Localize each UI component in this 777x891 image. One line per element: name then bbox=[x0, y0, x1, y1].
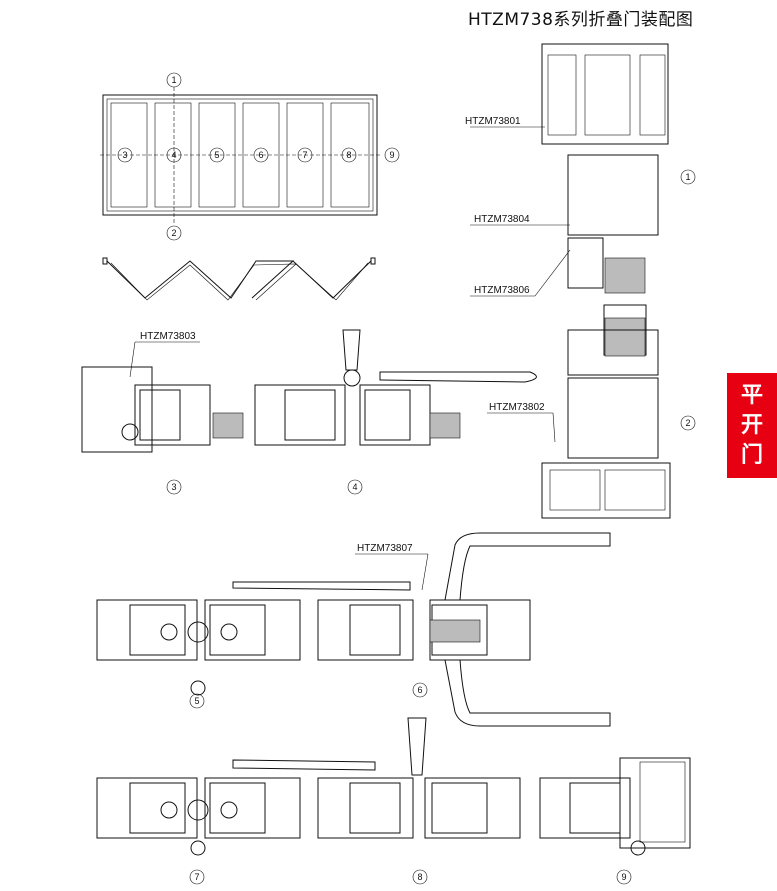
section-3-4 bbox=[81, 329, 537, 453]
folded-plan bbox=[102, 257, 376, 301]
marker-7: 7 bbox=[194, 872, 199, 882]
marker-2: 2 bbox=[685, 418, 690, 428]
marker-3: 3 bbox=[171, 482, 176, 492]
marker-3: 3 bbox=[122, 150, 127, 160]
section-5-6 bbox=[96, 532, 611, 727]
marker-6: 6 bbox=[417, 685, 422, 695]
profile-label-73802: HTZM73802 bbox=[489, 402, 545, 413]
profile-label-73804: HTZM73804 bbox=[474, 214, 530, 225]
profile-label-73807: HTZM73807 bbox=[357, 543, 413, 554]
marker-1: 1 bbox=[171, 75, 176, 85]
marker-6: 6 bbox=[258, 150, 263, 160]
marker-4: 4 bbox=[171, 150, 176, 160]
section-7-8-9 bbox=[96, 717, 691, 856]
marker-7: 7 bbox=[302, 150, 307, 160]
marker-9: 9 bbox=[389, 150, 394, 160]
marker-9: 9 bbox=[621, 872, 626, 882]
marker-5: 5 bbox=[214, 150, 219, 160]
profile-label-73803: HTZM73803 bbox=[140, 331, 196, 342]
marker-1: 1 bbox=[685, 172, 690, 182]
marker-circles bbox=[117, 72, 696, 885]
vertical-section bbox=[470, 43, 671, 519]
door-elevation bbox=[100, 87, 380, 225]
marker-2: 2 bbox=[171, 228, 176, 238]
marker-8: 8 bbox=[346, 150, 351, 160]
tab-char: 平 bbox=[740, 382, 763, 408]
profile-label-73806: HTZM73806 bbox=[474, 285, 530, 296]
marker-8: 8 bbox=[417, 872, 422, 882]
profile-label-73801: HTZM73801 bbox=[465, 116, 521, 127]
marker-5: 5 bbox=[194, 696, 199, 706]
casement-door-tab[interactable]: 平 开 门 bbox=[727, 373, 777, 478]
drawing-title: HTZM738系列折叠门装配图 bbox=[468, 10, 694, 30]
tab-char: 开 bbox=[740, 412, 763, 438]
tab-char: 门 bbox=[740, 442, 763, 468]
marker-4: 4 bbox=[352, 482, 357, 492]
